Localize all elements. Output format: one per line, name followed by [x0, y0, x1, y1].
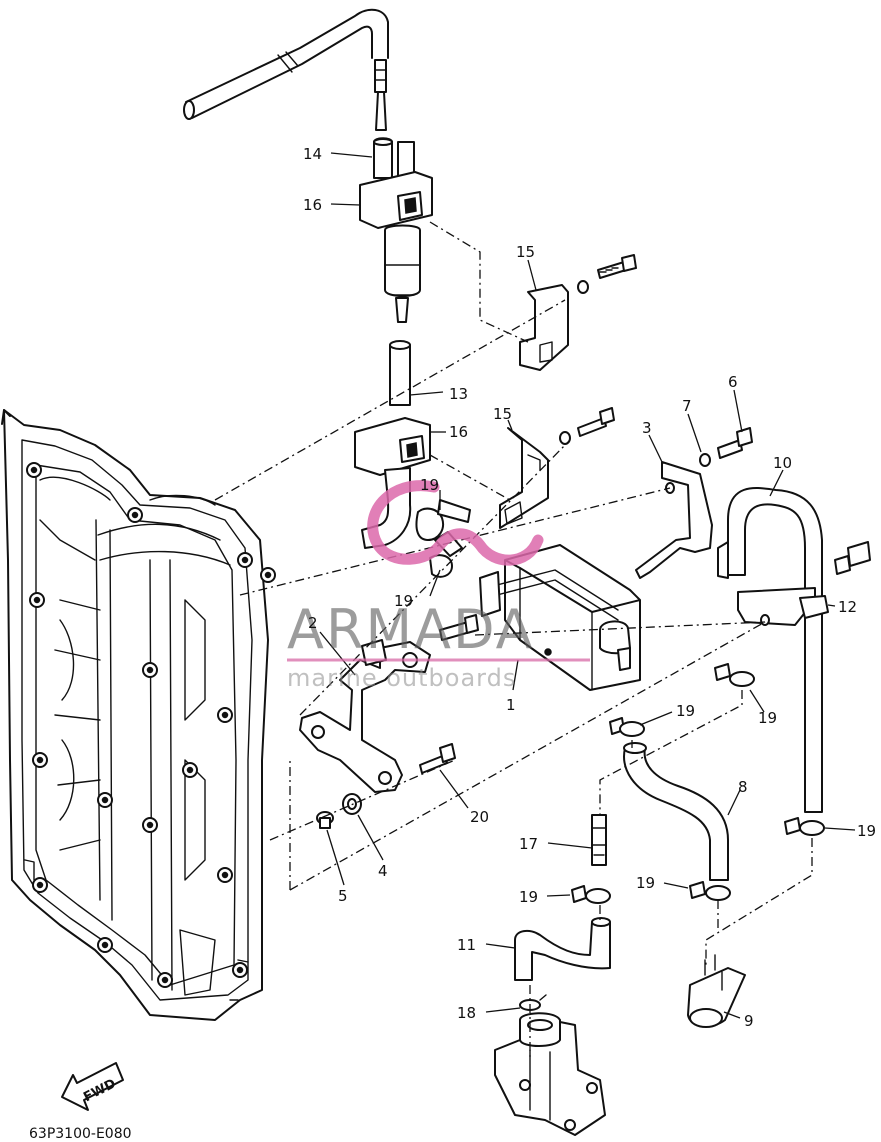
clamps-19 — [571, 663, 825, 904]
lower-fitting — [494, 1012, 606, 1136]
callout-8: 8 — [738, 778, 748, 796]
callout-2: 2 — [308, 614, 318, 632]
callout-1: 1 — [506, 696, 516, 714]
callout-10: 10 — [773, 454, 792, 472]
callout-6: 6 — [728, 373, 738, 391]
watermark-logo-icon — [367, 480, 544, 566]
hose-13 — [389, 344, 411, 406]
watermark: ARMADA marine outboards — [287, 480, 590, 692]
callout-12: 12 — [838, 598, 857, 616]
callout-19-upper: 19 — [420, 476, 439, 494]
callout-9: 9 — [744, 1012, 754, 1030]
part-9 — [687, 954, 746, 1028]
oring-18 — [519, 994, 547, 1011]
callout-20: 20 — [470, 808, 489, 826]
bracket-15-lower — [499, 407, 615, 529]
callout-19-lower-mid: 19 — [636, 874, 655, 892]
callout-leaders — [319, 152, 856, 1019]
callout-19-far-right: 19 — [857, 822, 876, 840]
callout-4: 4 — [378, 862, 388, 880]
callout-19-left: 19 — [394, 592, 413, 610]
top-hose-assembly — [183, 8, 471, 578]
hose-8 — [623, 742, 729, 881]
diagram-code: 63P3100-E080 — [29, 1126, 132, 1142]
engine-block — [1, 409, 276, 1021]
callout-16-upper: 16 — [303, 196, 322, 214]
pipe-17 — [591, 814, 607, 866]
watermark-brand: ARMADA — [287, 598, 535, 661]
callout-19-lower-left: 19 — [519, 888, 538, 906]
callout-labels: 14 16 15 13 16 15 19 19 2 3 7 6 10 12 1 … — [303, 145, 876, 1030]
hose-11 — [514, 917, 611, 981]
callout-14: 14 — [303, 145, 322, 163]
callout-11: 11 — [457, 936, 476, 954]
canister-1 — [479, 544, 641, 691]
fwd-arrow: FWD — [61, 1062, 124, 1111]
callout-13: 13 — [449, 385, 468, 403]
fuel-filter — [384, 224, 421, 297]
callout-19-right: 19 — [758, 709, 777, 727]
bracket-3 — [635, 427, 753, 579]
fwd-arrow-icon — [61, 1062, 124, 1111]
bracket-15-upper — [519, 254, 637, 371]
callout-15-lower: 15 — [493, 405, 512, 423]
part-5-collar — [316, 811, 334, 829]
watermark-tagline: marine outboards — [287, 664, 516, 692]
callout-5: 5 — [338, 887, 348, 905]
callout-7: 7 — [682, 397, 692, 415]
callout-19-mid: 19 — [676, 702, 695, 720]
fwd-label: FWD — [81, 1076, 118, 1105]
bolt-20 — [419, 743, 456, 774]
callout-3: 3 — [642, 419, 652, 437]
callout-15-upper: 15 — [516, 243, 535, 261]
hose-10 — [717, 487, 871, 813]
assembly-dashes — [214, 221, 813, 1060]
callout-18: 18 — [457, 1004, 476, 1022]
callout-17: 17 — [519, 835, 538, 853]
callout-16-lower: 16 — [449, 423, 468, 441]
